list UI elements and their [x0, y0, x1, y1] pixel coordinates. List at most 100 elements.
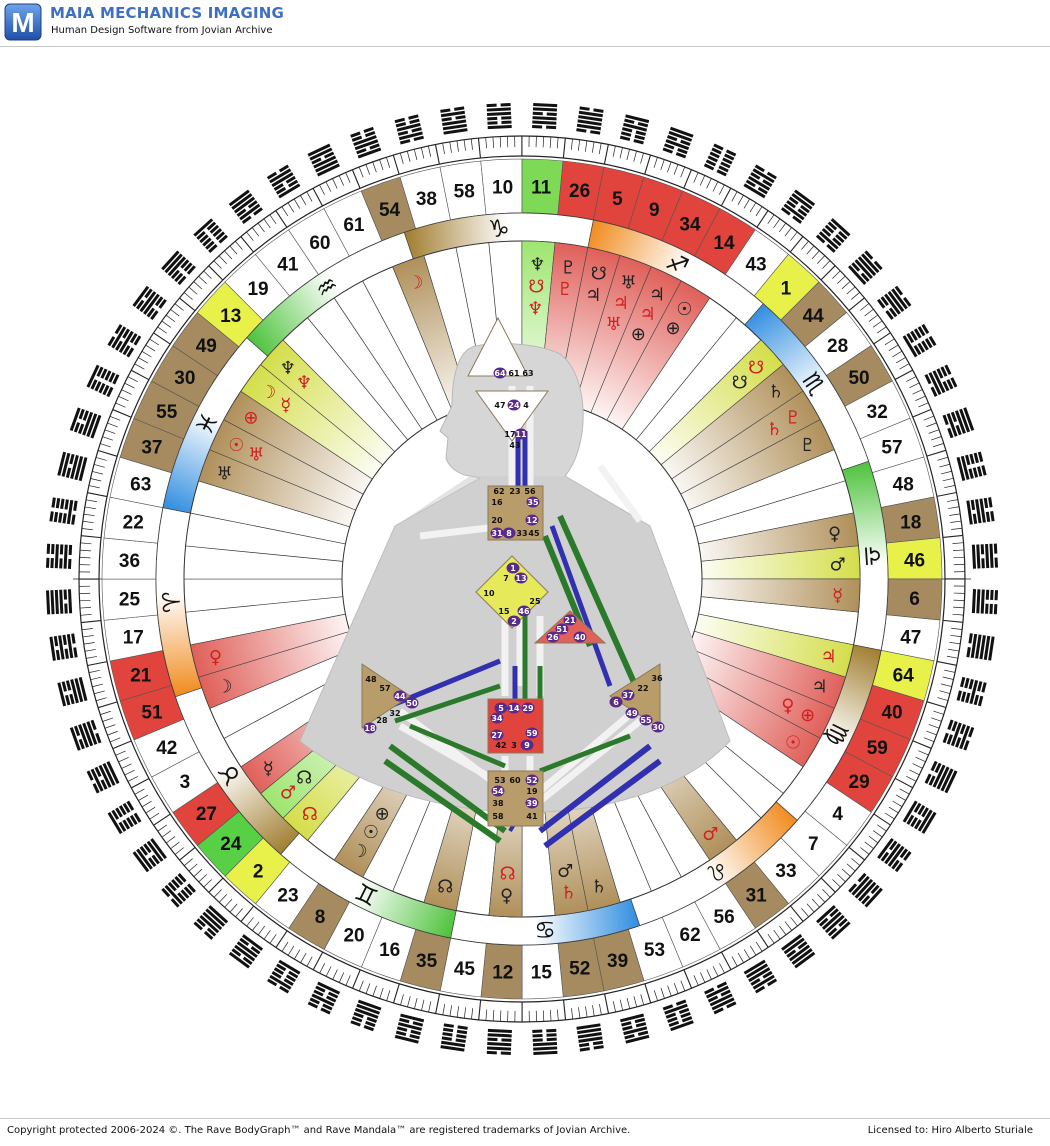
gate-number: 13 [220, 306, 241, 327]
bodygraph-gate-label: 45 [528, 529, 540, 538]
bodygraph-gate-label: 6 [613, 698, 619, 707]
app-subtitle: Human Design Software from Jovian Archiv… [51, 25, 272, 36]
hexagram-icon [70, 720, 102, 751]
gate-number: 19 [247, 279, 268, 300]
copyright-text: Copyright protected 2006-2024 ©. The Rav… [7, 1125, 630, 1136]
hexagram-icon [925, 365, 958, 397]
gate-number: 12 [492, 963, 513, 984]
hexagram-icon [49, 633, 77, 660]
planet-symbol-icon: ♃ [585, 285, 601, 306]
hexagram-icon [395, 1014, 424, 1044]
hexagram-icon [966, 633, 994, 660]
bodygraph-gate-label: 10 [483, 589, 495, 598]
gate-number: 8 [315, 907, 326, 928]
hexagram-icon [848, 873, 883, 908]
hexagram-icon [487, 103, 512, 129]
planet-symbol-icon: ♅ [216, 464, 232, 485]
hexagram-icon [816, 218, 851, 253]
gate-number: 21 [130, 666, 152, 687]
gate-number: 51 [141, 702, 163, 723]
planet-symbol-icon: ♄ [768, 382, 784, 403]
hexagram-icon [816, 905, 851, 940]
gate-number: 58 [454, 181, 475, 202]
gate-number: 5 [612, 189, 623, 210]
gate-number: 9 [649, 200, 660, 221]
hexagram-icon [903, 324, 937, 357]
gate-number: 42 [156, 738, 177, 759]
hexagram-icon [487, 1029, 512, 1055]
bodygraph-gate-label: 15 [498, 607, 510, 616]
bodygraph-gate-label: 59 [526, 729, 538, 738]
planet-symbol-icon: ♄ [560, 883, 576, 904]
license-text: Licensed to: Hiro Alberto Sturiale [868, 1125, 1033, 1136]
gate-number: 26 [569, 181, 590, 202]
hexagram-icon [267, 165, 300, 199]
gate-number: 30 [174, 368, 195, 389]
planet-symbol-icon: ♃ [640, 304, 656, 325]
gate-number: 1 [781, 279, 792, 300]
zodiac-sign-icon: ♋ [533, 915, 556, 944]
planet-symbol-icon: ☊ [302, 804, 318, 825]
hexagram-icon [308, 982, 340, 1015]
gate-number: 44 [803, 306, 825, 327]
planet-symbol-icon: ☉ [785, 732, 801, 753]
planet-symbol-icon: ♀ [500, 886, 513, 907]
bodygraph-gate-label: 40 [574, 633, 586, 642]
gate-number: 56 [714, 907, 735, 928]
planet-symbol-icon: ☋ [528, 276, 544, 297]
bodygraph-gate-label: 31 [491, 529, 503, 538]
bodygraph-gate-label: 4 [523, 401, 529, 410]
hexagram-icon [943, 407, 975, 438]
zodiac-sign-icon: ♑ [487, 214, 510, 243]
bodygraph-gate-label: 35 [527, 498, 539, 507]
planet-symbol-icon: ⊕ [666, 318, 681, 339]
planet-symbol-icon: ☊ [296, 767, 312, 788]
hexagram-icon [576, 106, 603, 134]
hexagram-icon [46, 544, 72, 569]
planet-symbol-icon: ☊ [437, 877, 453, 898]
gate-number: 62 [680, 925, 701, 946]
bodygraph-gate-label: 61 [508, 369, 520, 378]
bodygraph-gate-label: 42 [495, 741, 506, 750]
planet-symbol-icon: ♀ [828, 524, 841, 545]
planet-symbol-icon: ⊕ [243, 408, 258, 429]
bodygraph-gate-label: 64 [494, 369, 506, 378]
planet-symbol-icon: ☽ [407, 272, 423, 293]
bodygraph-gate-label: 54 [492, 787, 504, 796]
hexagram-icon [193, 218, 228, 253]
hexagram-icon [440, 1023, 467, 1051]
hexagram-icon [46, 589, 72, 614]
gate-number: 18 [900, 512, 921, 533]
gate-number: 7 [808, 834, 819, 855]
gate-number: 39 [607, 951, 628, 972]
hexagram-icon [966, 497, 994, 524]
app-logo-icon: M [4, 3, 42, 41]
bodygraph-gate-label: 41 [526, 812, 538, 821]
gate-number: 35 [416, 951, 438, 972]
hexagram-icon [972, 544, 998, 569]
hexagram-icon [957, 677, 987, 706]
hexagram-icon [229, 934, 263, 968]
gate-number: 4 [832, 804, 843, 825]
hexagram-icon [350, 1000, 381, 1032]
bodygraph-gate-label: 17 [504, 430, 515, 439]
hexagram-icon [194, 905, 229, 940]
planet-symbol-icon: ⊕ [375, 803, 390, 824]
planet-symbol-icon: ♂ [280, 782, 296, 803]
bodygraph-gate-label: 1 [510, 564, 516, 573]
planet-symbol-icon: ♄ [766, 419, 782, 440]
planet-symbol-icon: ☉ [228, 435, 244, 456]
bodygraph-gate-label: 47 [494, 401, 505, 410]
hexagram-icon [70, 407, 102, 438]
gate-number: 27 [196, 804, 217, 825]
app-title: MAIA MECHANICS IMAGING [50, 4, 284, 22]
hexagram-icon [972, 589, 998, 614]
planet-symbol-icon: ♃ [811, 676, 827, 697]
zodiac-sign-icon: ♈ [157, 590, 186, 613]
bodygraph-gate-label: 24 [508, 401, 520, 410]
bodygraph-gate-label: 52 [526, 776, 537, 785]
gate-number: 23 [277, 886, 298, 907]
gate-number: 25 [119, 589, 141, 610]
hexagram-icon [704, 144, 736, 177]
planet-symbol-icon: ☋ [748, 358, 764, 379]
